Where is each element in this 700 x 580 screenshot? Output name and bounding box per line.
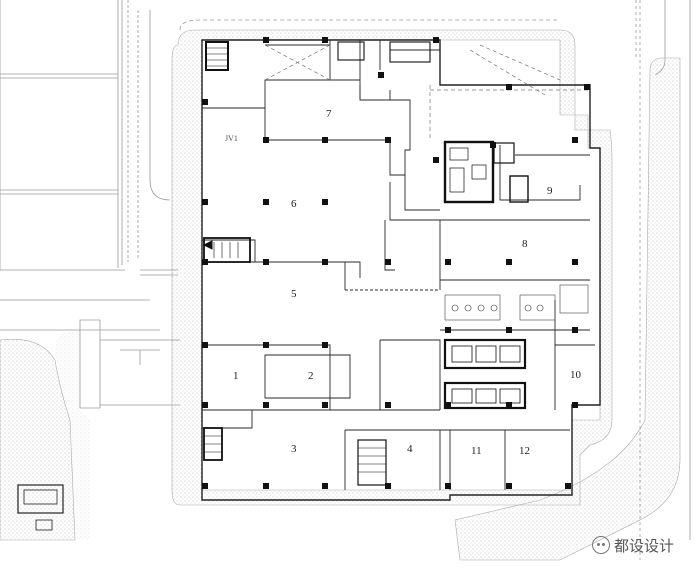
column: [572, 137, 578, 143]
room-label-4: 4: [407, 443, 413, 455]
room-label-5: 5: [291, 288, 297, 300]
room-label-10: 10: [570, 369, 582, 381]
column: [322, 199, 328, 205]
column: [263, 342, 269, 348]
service-cores: [202, 41, 529, 486]
column: [385, 137, 391, 143]
column: [584, 84, 590, 90]
column: [565, 483, 571, 489]
column: [322, 342, 328, 348]
column: [506, 402, 512, 408]
column: [445, 327, 451, 333]
column: [322, 402, 328, 408]
column: [263, 483, 269, 489]
restroom-fixtures: [444, 284, 589, 321]
room-label-11: 11: [471, 445, 482, 457]
annex-building: [17, 484, 64, 531]
sidewalk-ring: [171, 29, 613, 506]
column: [202, 199, 208, 205]
road-hatch-right: [454, 57, 681, 561]
room-label-12: 12: [519, 445, 530, 457]
column: [385, 483, 391, 489]
room-label-1: 1: [233, 370, 239, 382]
column: [202, 483, 208, 489]
room-label-9: 9: [547, 185, 553, 197]
room-labels: 1 2 3 4 5 6 7 8 9 10 11 12 JV1: [225, 108, 582, 457]
room-label-8: 8: [522, 238, 528, 250]
column: [263, 199, 269, 205]
watermark: 都设设计: [592, 534, 674, 556]
column: [506, 84, 512, 90]
room-label-7: 7: [326, 108, 332, 120]
column: [202, 402, 208, 408]
column: [572, 402, 578, 408]
column: [445, 259, 451, 265]
column: [202, 259, 208, 265]
column: [445, 402, 451, 408]
column: [322, 37, 328, 43]
column: [572, 259, 578, 265]
column: [202, 99, 208, 105]
column: [263, 37, 269, 43]
annotation-jv1: JV1: [225, 134, 238, 143]
column: [263, 137, 269, 143]
column: [506, 259, 512, 265]
column: [263, 402, 269, 408]
column: [506, 483, 512, 489]
wechat-icon: [592, 536, 610, 554]
room-label-6: 6: [291, 198, 297, 210]
column: [385, 259, 391, 265]
building-walls: [201, 39, 601, 501]
column: [445, 483, 451, 489]
column: [322, 483, 328, 489]
room-label-2: 2: [308, 370, 314, 382]
column: [506, 327, 512, 333]
column: [322, 259, 328, 265]
interior-walls: [202, 40, 595, 490]
column: [490, 142, 496, 148]
room-label-3: 3: [291, 443, 297, 455]
column: [433, 37, 439, 43]
overhead-lines: [264, 44, 590, 140]
watermark-text: 都设设计: [614, 536, 675, 555]
column: [572, 327, 578, 333]
structural-columns: [202, 37, 590, 489]
column: [378, 72, 384, 78]
column: [322, 137, 328, 143]
column: [263, 259, 269, 265]
column: [202, 342, 208, 348]
column: [433, 157, 439, 163]
column: [385, 402, 391, 408]
road-hatch-left: [55, 330, 90, 540]
